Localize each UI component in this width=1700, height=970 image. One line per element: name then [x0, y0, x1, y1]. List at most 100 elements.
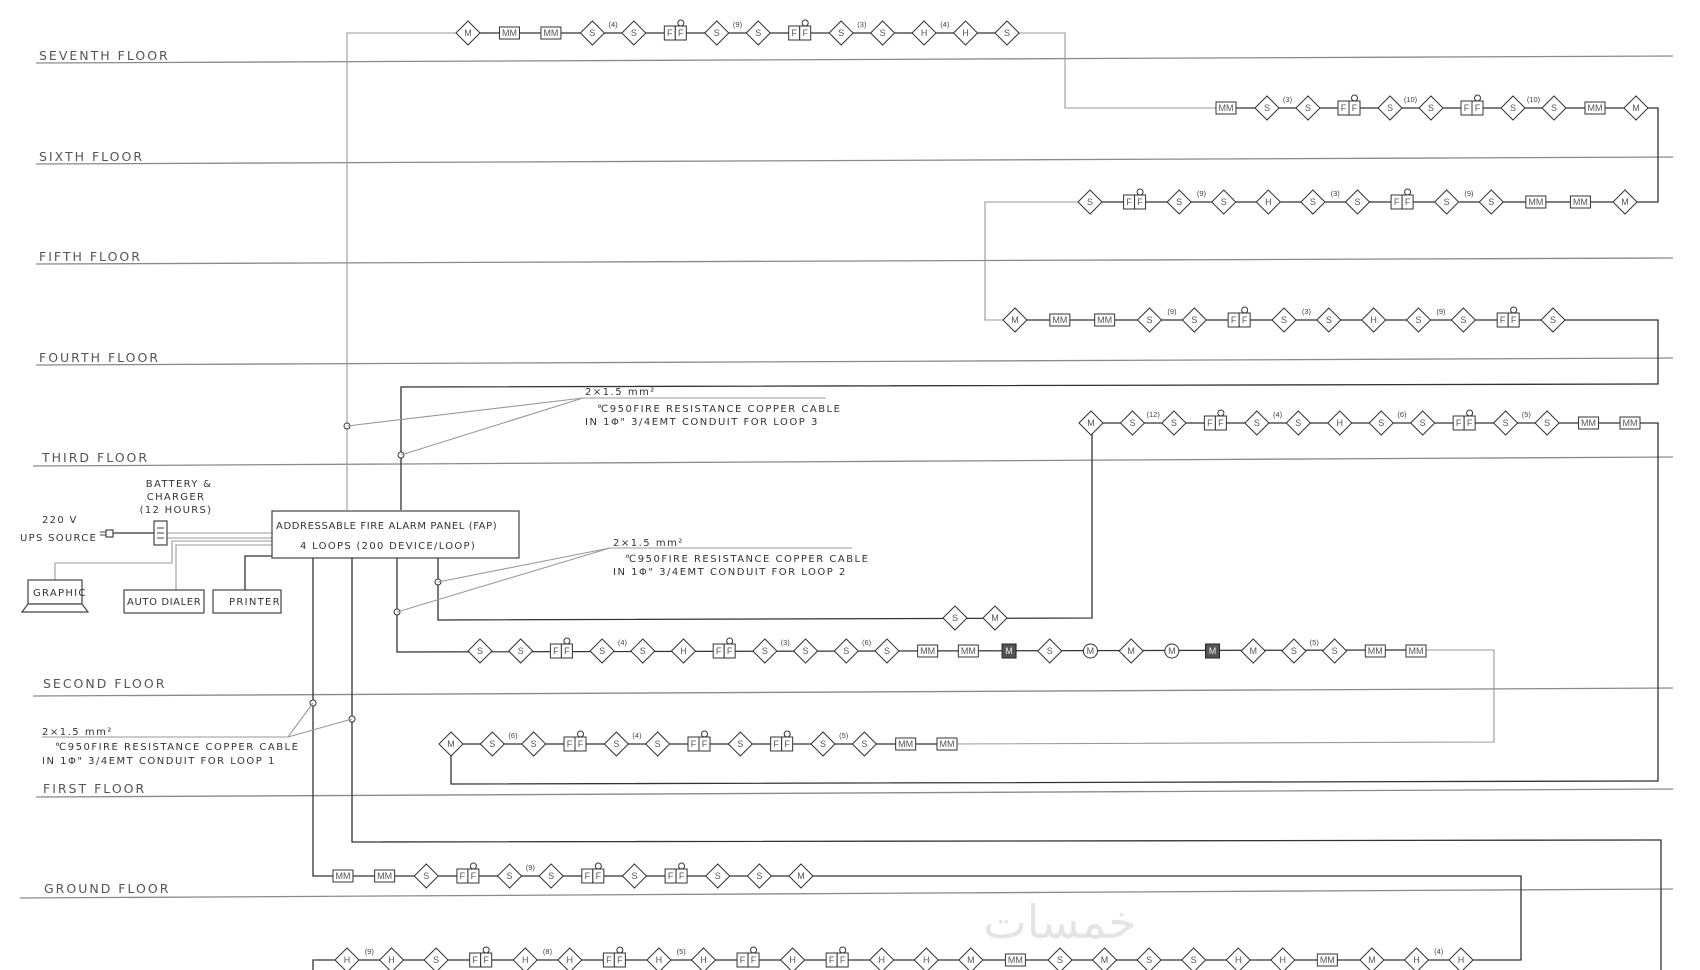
smoke-detector-icon: S — [1433, 189, 1460, 215]
device-letter: F — [585, 871, 591, 881]
device-letter: MM — [1623, 418, 1638, 428]
device-letter: F — [483, 955, 489, 965]
battery-label-1: BATTERY & — [146, 479, 212, 490]
device-letter: MM — [898, 739, 913, 749]
auto-dialer-cable — [175, 544, 272, 590]
floor-line-first — [35, 788, 1674, 798]
device-letter: S — [631, 871, 637, 881]
device-letter: S — [507, 871, 513, 881]
conduit-spec: IN 1Φ" 3/4EMT CONDUIT FOR LOOP 3 — [585, 417, 819, 428]
device-letter: F — [1394, 197, 1400, 207]
device-letter: F — [578, 739, 584, 749]
cable-spec: ℃950FIRE RESISTANCE COPPER CABLE — [55, 742, 299, 753]
device-letter: MM — [920, 646, 935, 656]
device-letter: MM — [502, 28, 517, 38]
device-letter: MM — [1219, 103, 1234, 113]
smoke-detector-icon: S — [1478, 189, 1504, 215]
device-letter: S — [803, 646, 809, 656]
device-letter: S — [762, 646, 768, 656]
mini-monitor-module-icon: MM — [1094, 313, 1116, 327]
device-letter: S — [489, 739, 495, 749]
loop-wiring — [312, 32, 1662, 970]
laptop-icon — [27, 579, 83, 605]
device-letter: F — [1218, 418, 1224, 428]
device-letter: M — [991, 613, 999, 623]
device-count-label: (9) — [1436, 307, 1446, 316]
device-letter: F — [460, 871, 466, 881]
device-letter: H — [522, 955, 529, 965]
smoke-detector-icon: S — [746, 863, 773, 889]
smoke-detector-icon: S — [1405, 307, 1432, 333]
device-letter: F — [829, 955, 835, 965]
smoke-detector-icon: S — [1037, 638, 1063, 664]
device-letter: S — [655, 739, 661, 749]
smoke-detector-icon: S — [1285, 410, 1312, 436]
device-letter: S — [820, 739, 826, 749]
device-letter: H — [700, 955, 707, 965]
device-letter: S — [1146, 315, 1152, 325]
device-letter: M — [1087, 418, 1095, 428]
device-letter: H — [567, 955, 574, 965]
device-letter: F — [471, 871, 477, 881]
device-count-label: (4) — [1273, 410, 1283, 419]
floor-labels: SEVENTH FLOOR SIXTH FLOOR FIFTH FLOOR FO… — [39, 48, 168, 896]
smoke-detector-icon: S — [1534, 410, 1560, 436]
mini-monitor-module-icon: MM — [374, 869, 396, 883]
floor-line-fourth — [35, 357, 1674, 366]
device-letter: S — [1551, 103, 1557, 113]
smoke-detector-icon: S — [630, 638, 656, 664]
smoke-detector-icon: S — [869, 20, 896, 46]
device-letter: F — [567, 739, 573, 749]
device-letter: M — [967, 955, 975, 965]
device-letter: F — [1242, 315, 1248, 325]
device-letter: H — [789, 955, 796, 965]
monitor-module-icon: M — [1002, 307, 1028, 333]
smoke-detector-icon: S — [942, 605, 968, 631]
mini-monitor-module-icon: MM — [332, 869, 354, 883]
smoke-detector-icon: S — [520, 731, 547, 757]
panel-connections — [54, 532, 272, 590]
monitor-module-icon: M — [1118, 638, 1144, 664]
device-letter: S — [714, 28, 720, 38]
heat-detector-icon: H — [557, 947, 583, 970]
device-letter: S — [1460, 315, 1466, 325]
conduit-spec: IN 1Φ" 3/4EMT CONDUIT FOR LOOP 2 — [613, 567, 847, 578]
device-letter: S — [1428, 103, 1434, 113]
heat-detector-icon: H — [779, 947, 806, 970]
smoke-detector-icon: S — [1344, 189, 1371, 215]
device-letter: S — [884, 646, 890, 656]
loop-4-wire-b — [1007, 32, 1226, 109]
device-letter: H — [680, 646, 687, 656]
device-letter: S — [599, 646, 605, 656]
smoke-detector-icon: S — [792, 638, 819, 664]
device-letter: S — [1057, 955, 1063, 965]
device-letter: S — [1510, 103, 1516, 113]
device-letter: S — [1544, 418, 1550, 428]
heat-detector-icon: H — [952, 20, 979, 46]
device-letter: MM — [961, 646, 976, 656]
heat-detector-icon: H — [913, 947, 939, 970]
mini-monitor-module-icon: MM — [1004, 953, 1026, 967]
laptop-base — [20, 603, 90, 613]
device-count-label: (3) — [781, 638, 791, 647]
device-count-label: (3) — [1283, 95, 1293, 104]
device-letter: F — [784, 739, 790, 749]
device-letter: S — [843, 646, 849, 656]
device-letter: S — [531, 739, 537, 749]
device-letter: F — [802, 28, 808, 38]
device-letter: S — [518, 646, 524, 656]
device-letter: S — [1221, 197, 1227, 207]
graphic-cable — [54, 540, 272, 580]
device-letter: F — [596, 871, 602, 881]
monitor-module-icon: M — [1359, 947, 1385, 970]
